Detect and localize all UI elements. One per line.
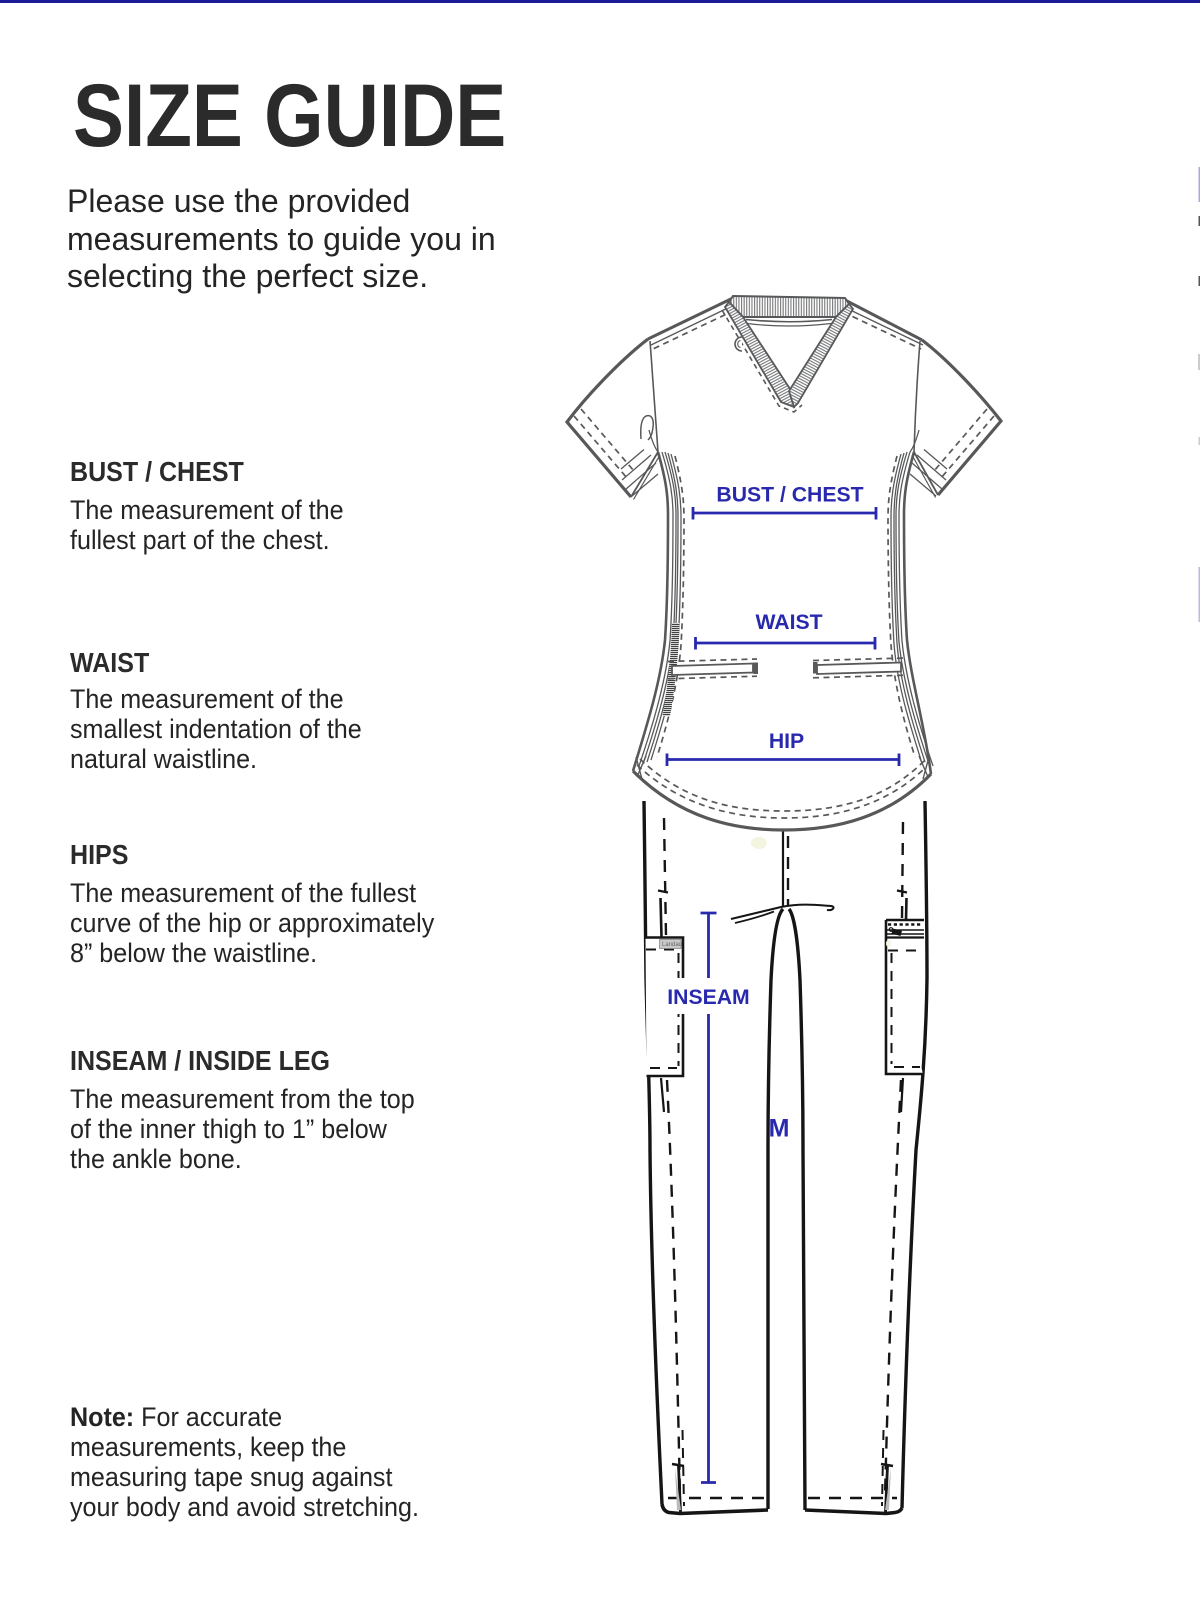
svg-text:M: M [769, 1115, 790, 1143]
svg-text:BUST / CHEST: BUST / CHEST [716, 484, 863, 507]
svg-text:INSEAM: INSEAM [667, 986, 749, 1009]
svg-text:WAIST: WAIST [755, 611, 822, 634]
svg-text:HIP: HIP [769, 730, 804, 753]
svg-text:Landau: Landau [662, 942, 682, 948]
